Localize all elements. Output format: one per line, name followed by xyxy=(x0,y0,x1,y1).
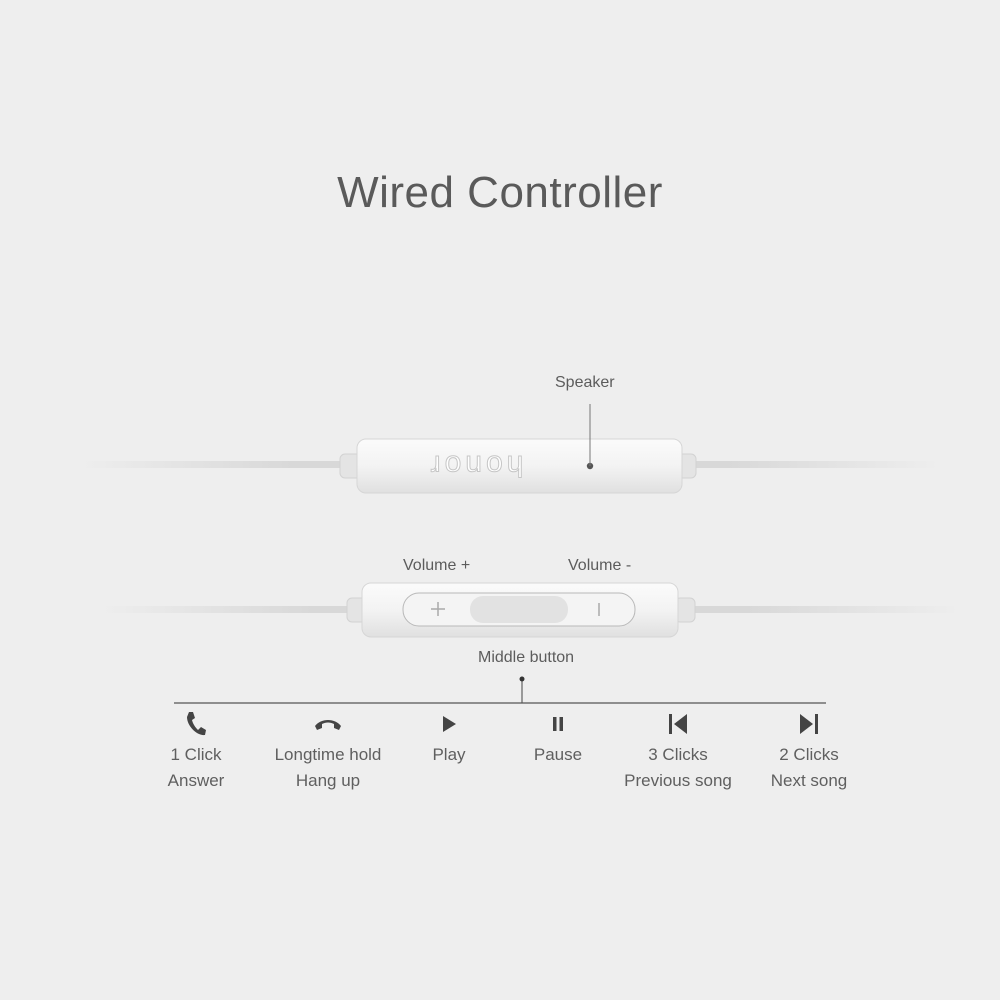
speaker-label: Speaker xyxy=(555,374,615,391)
function-play: Play xyxy=(369,706,529,768)
function-hang-up: Longtime hold Hang up xyxy=(248,706,408,794)
function-pause: Pause xyxy=(478,706,638,768)
function-answer: 1 Click Answer xyxy=(116,706,276,794)
previous-track-icon xyxy=(598,706,758,742)
middle-button-pointer xyxy=(519,676,525,682)
next-track-icon xyxy=(729,706,889,742)
hang-up-icon xyxy=(248,706,408,742)
play-icon xyxy=(369,706,529,742)
function-next: 2 Clicks Next song xyxy=(729,706,889,794)
controller-body-upper xyxy=(356,438,683,494)
middle-button-pad xyxy=(470,596,568,623)
volume-down-label: Volume - xyxy=(568,557,632,574)
upper-controller: honor xyxy=(80,404,940,494)
phone-icon xyxy=(116,706,276,742)
middle-button-label: Middle button xyxy=(478,649,575,666)
honor-logo: honor xyxy=(427,449,524,482)
volume-up-label: Volume + xyxy=(403,557,471,574)
pause-icon xyxy=(478,706,638,742)
lower-controller xyxy=(100,582,960,704)
function-previous: 3 Clicks Previous song xyxy=(598,706,758,794)
plus-icon[interactable] xyxy=(431,602,445,616)
page-title: Wired Controller xyxy=(337,168,663,217)
